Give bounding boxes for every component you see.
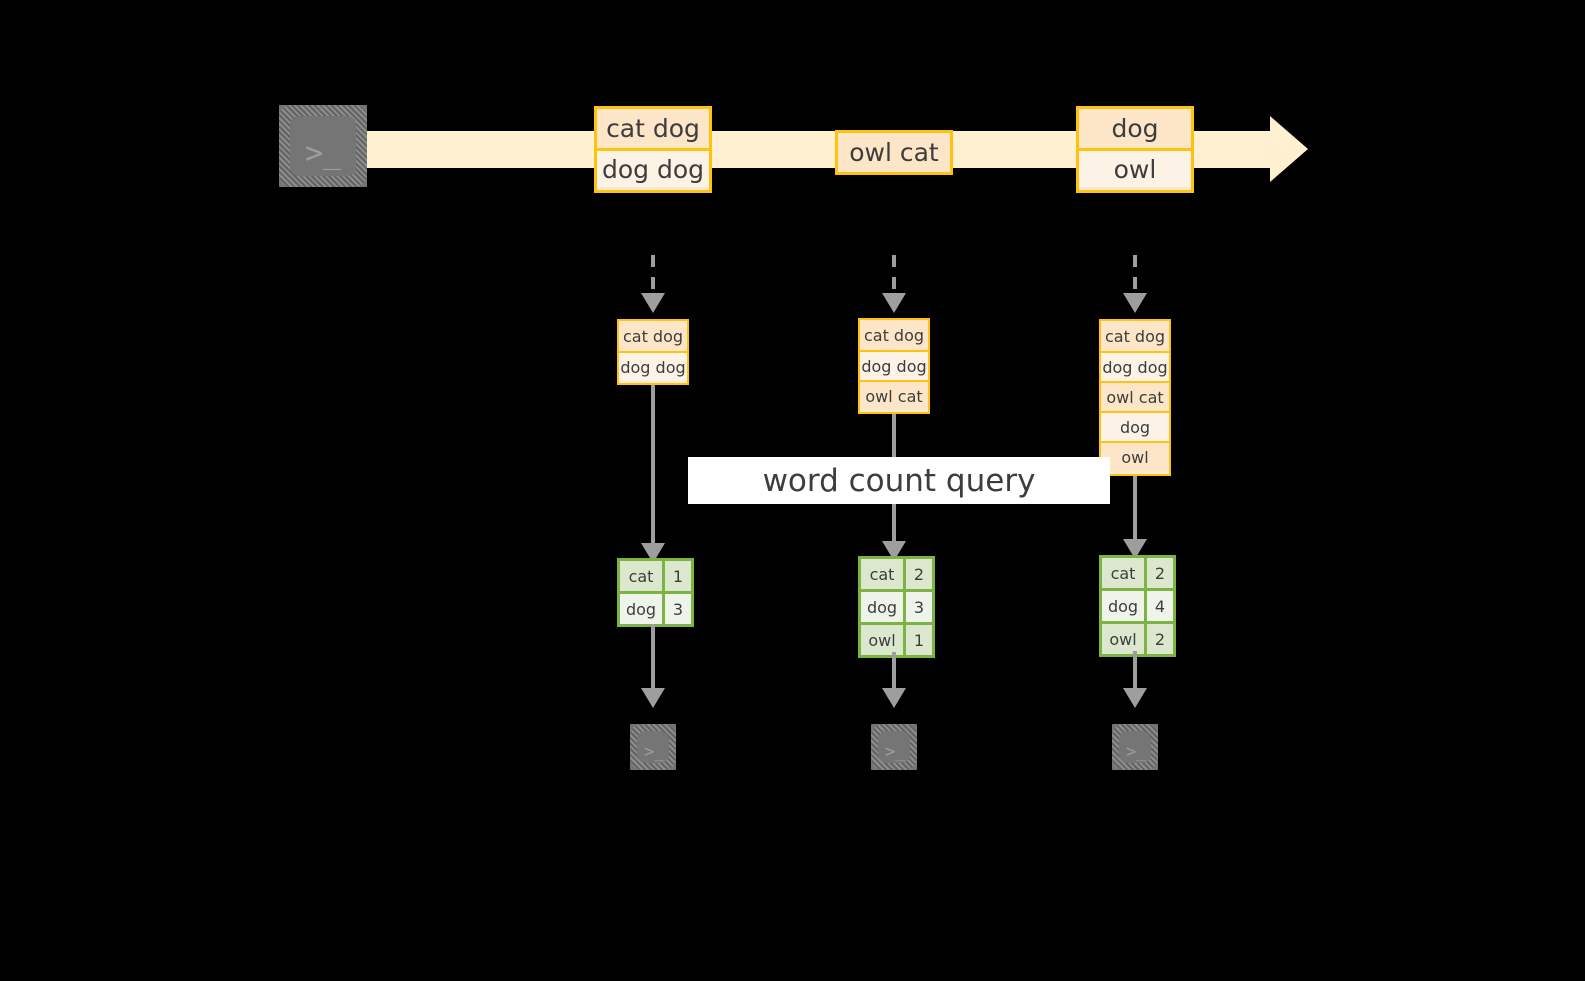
snapshot-1-accumulated-box: cat dog dog dog	[617, 319, 689, 385]
result-count: 2	[1147, 624, 1173, 654]
snapshot-3-to-result-connector	[1133, 476, 1137, 539]
terminal-body	[290, 116, 356, 176]
snapshot-3-line: cat dog	[1101, 321, 1169, 351]
stream-batch-2: owl cat	[835, 130, 953, 175]
result-count: 3	[665, 594, 691, 624]
result-count: 1	[665, 561, 691, 591]
table-row: dog 3	[861, 589, 932, 622]
stream-batch-1: cat dog dog dog	[594, 106, 712, 193]
stream-to-snapshot-1-connector	[651, 255, 655, 293]
snapshot-1-result-table: cat 1 dog 3	[617, 558, 694, 627]
result-1-to-sink-connector	[651, 624, 655, 688]
result-2-to-sink-connector	[892, 652, 896, 688]
stream-to-snapshot-3-connector	[1133, 255, 1137, 293]
source-terminal-icon: >_	[268, 94, 378, 198]
snapshot-2-line: dog dog	[860, 350, 928, 380]
snapshot-2-sink-terminal-icon: >_	[860, 713, 928, 781]
snapshot-1-to-result-connector	[651, 385, 655, 543]
result-word: owl	[861, 625, 906, 655]
result-2-to-sink-arrowhead	[882, 688, 906, 708]
result-word: cat	[1102, 558, 1147, 588]
terminal-prompt-glyph: >_	[885, 742, 906, 762]
snapshot-3-line: owl cat	[1101, 381, 1169, 411]
result-word: dog	[1102, 591, 1147, 621]
terminal-prompt-glyph: >_	[1126, 742, 1147, 762]
result-count: 2	[906, 559, 932, 589]
stream-arrowhead	[1270, 116, 1308, 182]
table-row: dog 4	[1102, 588, 1173, 621]
stream-batch-3: dog owl	[1076, 106, 1194, 193]
snapshot-2-accumulated-box: cat dog dog dog owl cat	[858, 318, 930, 414]
terminal-prompt-glyph: >_	[305, 136, 342, 171]
result-3-to-sink-arrowhead	[1123, 688, 1147, 708]
snapshot-3-sink-terminal-icon: >_	[1101, 713, 1169, 781]
stream-batch-3-line: dog	[1079, 109, 1191, 148]
result-word: dog	[620, 594, 665, 624]
table-row: cat 2	[861, 559, 932, 589]
result-count: 4	[1147, 591, 1173, 621]
result-word: owl	[1102, 624, 1147, 654]
result-3-to-sink-connector	[1133, 651, 1137, 688]
terminal-prompt-glyph: >_	[644, 742, 665, 762]
result-word: cat	[620, 561, 665, 591]
snapshot-3-to-result-arrowhead	[1123, 539, 1147, 559]
table-row: owl 1	[861, 622, 932, 655]
snapshot-1-sink-terminal-icon: >_	[619, 713, 687, 781]
snapshot-2-result-table: cat 2 dog 3 owl 1	[858, 556, 935, 658]
query-label-text: word count query	[762, 462, 1036, 499]
stream-to-snapshot-2-connector	[892, 255, 896, 293]
terminal-body	[637, 731, 669, 763]
result-word: dog	[861, 592, 906, 622]
table-row: cat 2	[1102, 558, 1173, 588]
result-count: 1	[906, 625, 932, 655]
snapshot-3-line: dog	[1101, 411, 1169, 441]
snapshot-3-accumulated-box: cat dog dog dog owl cat dog owl	[1099, 319, 1171, 476]
result-count: 3	[906, 592, 932, 622]
table-row: cat 1	[620, 561, 691, 591]
snapshot-2-line: cat dog	[860, 320, 928, 350]
stream-batch-2-line: owl cat	[838, 133, 950, 172]
stream-batch-1-line: cat dog	[597, 109, 709, 148]
terminal-body	[878, 731, 910, 763]
terminal-body	[1119, 731, 1151, 763]
stream-to-snapshot-1-arrowhead	[641, 293, 665, 313]
snapshot-2-line: owl cat	[860, 380, 928, 410]
snapshot-3-line: dog dog	[1101, 351, 1169, 381]
query-label-band: word count query	[688, 457, 1110, 504]
stream-batch-3-line: owl	[1079, 148, 1191, 187]
result-word: cat	[861, 559, 906, 589]
table-row: dog 3	[620, 591, 691, 624]
stream-to-snapshot-2-arrowhead	[882, 293, 906, 313]
snapshot-1-line: cat dog	[619, 321, 687, 351]
table-row: owl 2	[1102, 621, 1173, 654]
snapshot-3-result-table: cat 2 dog 4 owl 2	[1099, 555, 1176, 657]
result-1-to-sink-arrowhead	[641, 688, 665, 708]
stream-to-snapshot-3-arrowhead	[1123, 293, 1147, 313]
result-count: 2	[1147, 558, 1173, 588]
snapshot-3-line: owl	[1101, 441, 1169, 471]
stream-batch-1-line: dog dog	[597, 148, 709, 187]
snapshot-1-line: dog dog	[619, 351, 687, 381]
